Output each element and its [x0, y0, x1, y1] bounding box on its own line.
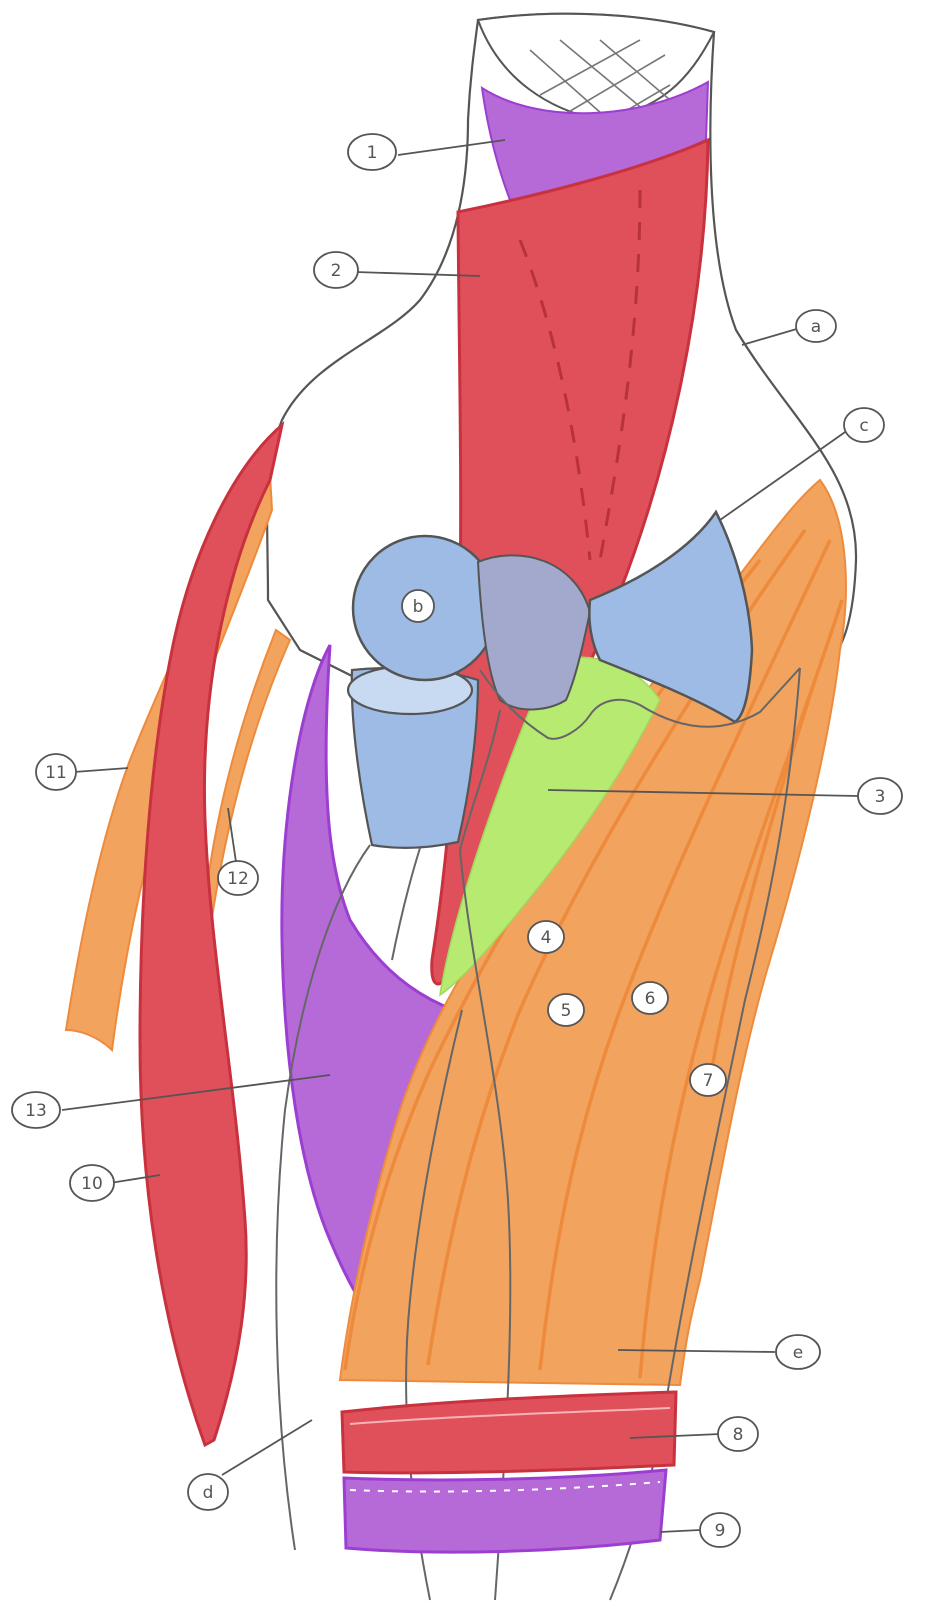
svg-text:9: 9	[715, 1521, 726, 1541]
svg-text:e: e	[793, 1343, 803, 1363]
label-4: 4	[528, 921, 564, 953]
label-7: 7	[690, 1064, 726, 1096]
label-e: e	[776, 1335, 820, 1369]
label-3: 3	[858, 778, 902, 814]
label-8: 8	[718, 1417, 758, 1451]
label-a: a	[796, 310, 836, 342]
svg-text:10: 10	[81, 1174, 103, 1194]
svg-text:13: 13	[25, 1101, 47, 1121]
label-d: d	[188, 1474, 228, 1510]
svg-text:c: c	[859, 416, 868, 436]
svg-text:8: 8	[733, 1425, 744, 1445]
label-13: 13	[12, 1092, 60, 1128]
svg-text:7: 7	[703, 1071, 714, 1091]
label-9: 9	[700, 1513, 740, 1547]
svg-text:4: 4	[541, 928, 552, 948]
svg-text:6: 6	[645, 989, 656, 1009]
svg-text:1: 1	[367, 143, 378, 163]
muscle-10	[140, 425, 282, 1445]
muscle-9	[344, 1470, 666, 1552]
label-b: b	[402, 590, 434, 622]
svg-text:2: 2	[331, 261, 342, 281]
svg-text:d: d	[203, 1483, 214, 1503]
label-12: 12	[218, 861, 258, 895]
svg-text:b: b	[413, 597, 424, 617]
muscle-8	[342, 1392, 676, 1473]
label-2: 2	[314, 252, 358, 288]
label-c: c	[844, 408, 884, 442]
label-11: 11	[36, 754, 76, 790]
svg-text:a: a	[811, 317, 821, 337]
svg-text:5: 5	[561, 1001, 572, 1021]
label-1: 1	[348, 134, 396, 170]
svg-text:12: 12	[227, 869, 249, 889]
label-6: 6	[632, 982, 668, 1014]
label-5: 5	[548, 994, 584, 1026]
svg-text:3: 3	[875, 787, 886, 807]
label-10: 10	[70, 1165, 114, 1201]
svg-text:11: 11	[45, 763, 67, 783]
